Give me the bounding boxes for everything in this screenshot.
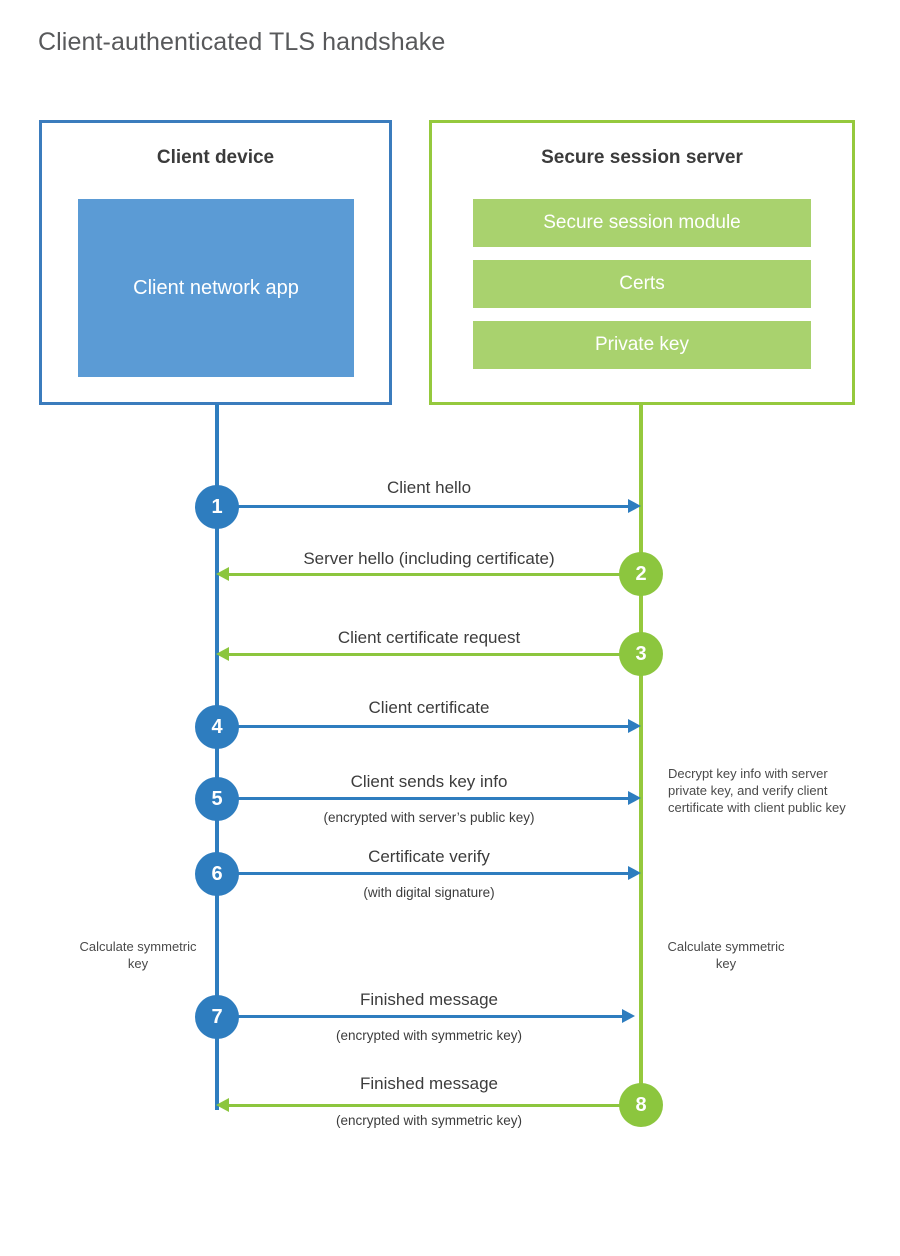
server-calculate-symmetric-key-note: Calculate symmetric key	[667, 939, 785, 971]
step-3-label: Client certificate request	[337, 628, 521, 647]
step-1-circle[interactable]: 1	[195, 485, 239, 529]
step-8-sublabel: (encrypted with symmetric key)	[335, 1113, 523, 1128]
step-2-arrow-head	[216, 567, 229, 581]
client-lifeline	[215, 404, 219, 1110]
server-module-private-key: Private key	[473, 321, 811, 369]
step-1-label: Client hello	[386, 478, 472, 497]
step-7-circle[interactable]: 7	[195, 995, 239, 1039]
step-6-arrow-head	[628, 866, 641, 880]
step-4-arrow-head	[628, 719, 641, 733]
step-2-label: Server hello (including certificate)	[303, 549, 555, 568]
step-4-arrow-line	[217, 725, 629, 728]
client-network-app-label: Client network app	[133, 276, 299, 299]
step-5-label: Client sends key info	[350, 772, 508, 791]
step-4-circle[interactable]: 4	[195, 705, 239, 749]
step-4-label: Client certificate	[368, 698, 490, 717]
step-6-circle[interactable]: 6	[195, 852, 239, 896]
step-5-arrow-line	[217, 797, 629, 800]
page-title: Client-authenticated TLS handshake	[38, 28, 446, 56]
step-6-sublabel: (with digital signature)	[363, 885, 495, 900]
server-module-list: Secure session module Certs Private key	[473, 199, 811, 369]
client-calculate-symmetric-key-note: Calculate symmetric key	[79, 939, 197, 971]
server-module-secure-session-module: Secure session module	[473, 199, 811, 247]
step-8-label: Finished message	[360, 1074, 498, 1093]
step-3-arrow-line	[229, 653, 641, 656]
secure-session-server-box: Secure session server Secure session mod…	[429, 120, 855, 405]
server-module-certs: Certs	[473, 260, 811, 308]
step-8-circle[interactable]: 8	[619, 1083, 663, 1127]
step-8-arrow-head	[216, 1098, 229, 1112]
client-network-app-block: Client network app	[78, 199, 354, 377]
client-device-title: Client device	[156, 147, 275, 168]
step-1-arrow-head	[628, 499, 641, 513]
step-7-label: Finished message	[360, 990, 498, 1009]
secure-session-server-title: Secure session server	[541, 147, 743, 168]
step-7-sublabel: (encrypted with symmetric key)	[335, 1028, 523, 1043]
step-3-arrow-head	[216, 647, 229, 661]
step-5-sublabel: (encrypted with server’s public key)	[323, 810, 535, 825]
step-2-arrow-line	[229, 573, 641, 576]
step-5-circle[interactable]: 5	[195, 777, 239, 821]
step-1-arrow-line	[217, 505, 629, 508]
step-5-arrow-head	[628, 791, 641, 805]
server-decrypt-note: Decrypt key info with server private key…	[668, 766, 846, 815]
step-7-arrow-head	[622, 1009, 635, 1023]
step-3-circle[interactable]: 3	[619, 632, 663, 676]
step-6-arrow-line	[217, 872, 629, 875]
server-lifeline	[639, 404, 643, 1105]
step-2-circle[interactable]: 2	[619, 552, 663, 596]
step-8-arrow-line	[229, 1104, 641, 1107]
step-6-label: Certificate verify	[368, 847, 490, 866]
step-7-arrow-line	[217, 1015, 623, 1018]
client-device-box: Client device Client network app	[39, 120, 392, 405]
